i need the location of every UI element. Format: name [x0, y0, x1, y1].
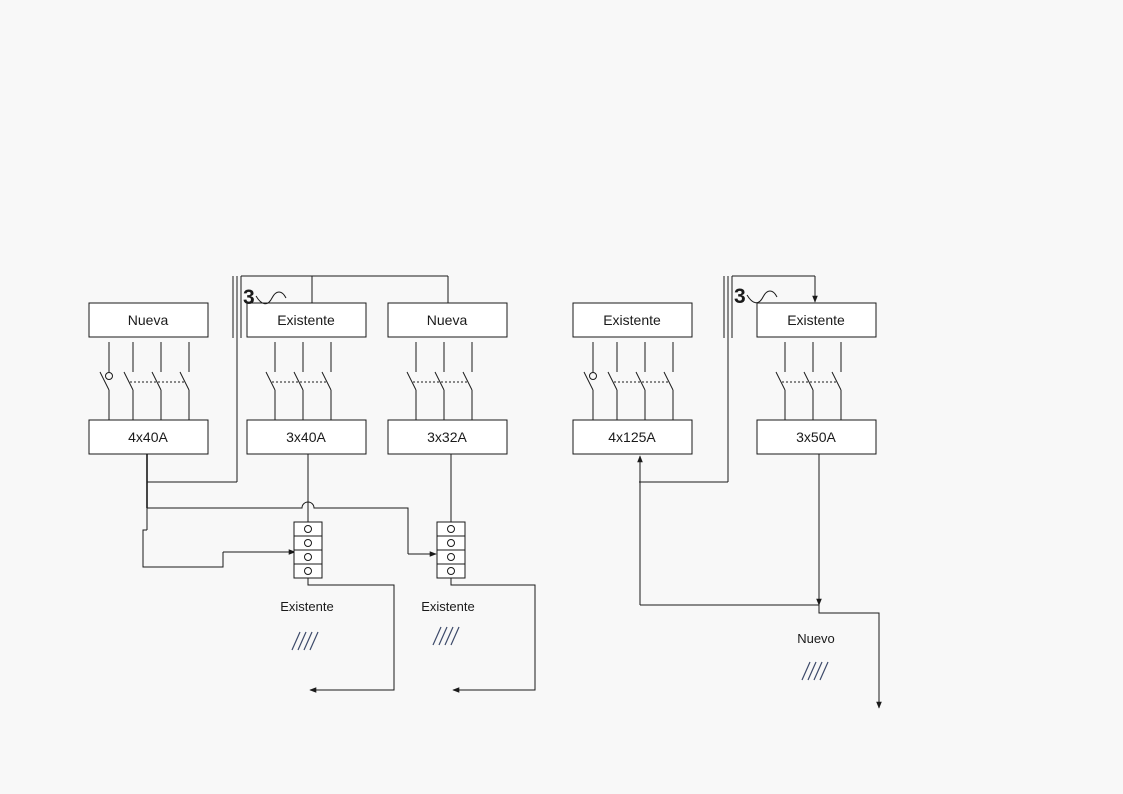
right-wiring	[637, 454, 882, 709]
cable-bundle-2: 3	[639, 275, 818, 483]
panel-2-top-label: Existente	[277, 312, 335, 328]
panel-4-top-box	[572, 302, 693, 338]
panel-3-rating: 3x32A	[427, 429, 467, 445]
feeder-2-label: Existente	[421, 599, 474, 614]
panel-2-bottom-box	[246, 419, 367, 455]
panel-1-rating: 4x40A	[128, 429, 168, 445]
cable-bundle-1-wave	[255, 291, 287, 305]
panel-5-top-label: Existente	[787, 312, 845, 328]
panel-1-bottom-box	[88, 419, 209, 455]
panel-3-bottom-box	[387, 419, 508, 455]
panel-4-rating: 4x125A	[608, 429, 656, 445]
panel-2: Existente 3x40A	[246, 302, 367, 455]
panel-1-top-box	[88, 302, 209, 338]
cable-bundle-1-count: 3	[243, 286, 255, 309]
panel-5-bottom-box	[756, 419, 877, 455]
panel-5-switch-3p	[775, 342, 842, 420]
terminal-block-1	[293, 521, 323, 579]
panel-2-top-box	[246, 302, 367, 338]
cable-bundle-2-wave	[746, 290, 778, 304]
cable-bundle-2-count: 3	[734, 285, 746, 308]
feeder-1-label: Existente	[280, 599, 333, 614]
panel-5-rating: 3x50A	[796, 429, 836, 445]
panel-5-top-box	[756, 302, 877, 338]
feeder-3-hatch-marks	[801, 661, 829, 681]
feeder-3-label: Nuevo	[797, 631, 835, 646]
panel-3: Nueva 3x32A	[387, 302, 508, 455]
panel-1-top-label: Nueva	[128, 312, 169, 328]
panel-4-switch-4p	[583, 342, 674, 420]
panel-3-switch-3p	[406, 342, 473, 420]
terminal-block-2	[436, 521, 466, 579]
left-wiring	[142, 454, 452, 568]
feeder-3: Nuevo	[797, 631, 835, 681]
panel-2-switch-3p	[265, 342, 332, 420]
cable-bundle-1: 3	[147, 275, 449, 483]
panel-4-top-label: Existente	[603, 312, 661, 328]
feeder-1: Existente	[280, 578, 395, 693]
panel-4-bottom-box	[572, 419, 693, 455]
panel-5: Existente 3x50A	[756, 302, 877, 455]
panel-3-top-label: Nueva	[427, 312, 468, 328]
feeder-1-hatch-marks	[291, 631, 319, 651]
panel-2-rating: 3x40A	[286, 429, 326, 445]
feeder-2: Existente	[421, 578, 536, 693]
panel-1-switch-4p	[99, 342, 190, 420]
panel-1: Nueva 4x40A	[88, 302, 209, 455]
feeder-2-hatch-marks	[432, 626, 460, 646]
panel-4: Existente 4x125A	[572, 302, 693, 455]
